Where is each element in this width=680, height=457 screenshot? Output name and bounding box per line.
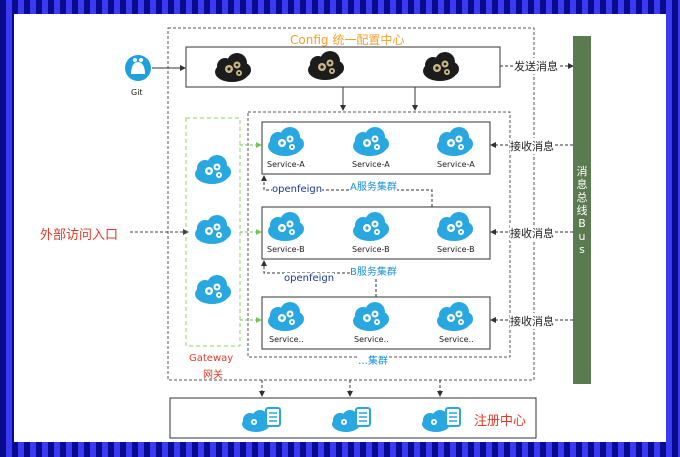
git-label: Git bbox=[131, 88, 143, 97]
config-center-title: Config 统一配置中心 bbox=[290, 33, 405, 47]
service-b-label-1: Service-B bbox=[267, 245, 305, 254]
service-b-label-2: Service-B bbox=[352, 245, 390, 254]
receive-message-label-a: 接收消息 bbox=[510, 138, 554, 154]
service-other-label-3: Service.. bbox=[439, 335, 474, 344]
service-other-label-2: Service.. bbox=[354, 335, 389, 344]
service-a-label-3: Service-A bbox=[437, 160, 475, 169]
external-entry-label: 外部访问入口 bbox=[40, 224, 119, 243]
cluster-a-name: A服务集群 bbox=[350, 178, 397, 193]
bus-label: 消息总线Bus bbox=[576, 165, 588, 256]
message-bus bbox=[573, 36, 591, 384]
gateway-label-cn: 网关 bbox=[203, 370, 223, 381]
service-a-label-2: Service-A bbox=[352, 160, 390, 169]
gateway-label-en: Gateway bbox=[189, 353, 234, 364]
service-other-label-1: Service.. bbox=[269, 335, 304, 344]
openfeign-label-2: openfeign bbox=[284, 273, 335, 284]
cluster-other-name: …集群 bbox=[358, 352, 388, 367]
registry-label: 注册中心 bbox=[474, 414, 527, 429]
openfeign-b-to-a bbox=[261, 175, 433, 207]
cluster-b-name: B服务集群 bbox=[350, 263, 397, 278]
receive-message-label-other: 接收消息 bbox=[510, 313, 554, 329]
send-message-label: 发送消息 bbox=[514, 58, 558, 74]
service-b-label-3: Service-B bbox=[437, 245, 475, 254]
system-boundary bbox=[167, 27, 535, 381]
openfeign-label-1: openfeign bbox=[272, 184, 323, 195]
service-a-label-1: Service-A bbox=[267, 160, 305, 169]
receive-message-label-b: 接收消息 bbox=[510, 225, 554, 241]
